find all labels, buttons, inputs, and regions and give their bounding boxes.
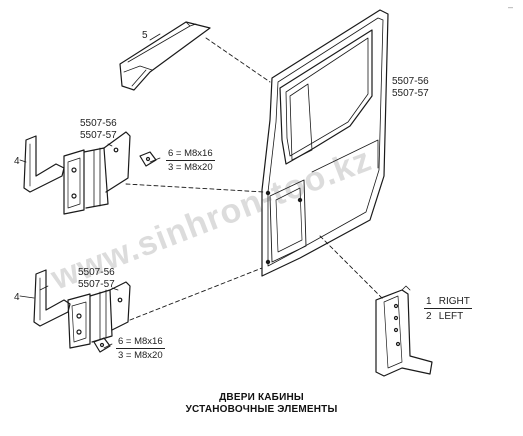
- bolt-spec-upper: 6 = M8x16 3 = M8x20: [166, 148, 215, 173]
- caption-line-2: УСТАНОВОЧНЫЕ ЭЛЕМЕНТЫ: [185, 404, 338, 415]
- right-number: 1: [426, 296, 432, 307]
- bolt-spec-lower-bottom: 3 = M8x20: [118, 350, 163, 361]
- right-label: 1 RIGHT: [426, 296, 470, 307]
- hinge-lower-code-a: 5507-56: [78, 267, 115, 278]
- door-code-a: 5507-56: [392, 76, 429, 87]
- lower-l-plate: [33, 269, 71, 327]
- label-leaders: [19, 33, 161, 299]
- right-text: RIGHT: [438, 296, 470, 307]
- hinge-lower-code-b: 5507-57: [78, 279, 115, 290]
- door-code-b: 5507-57: [392, 88, 429, 99]
- left-label: 2 LEFT: [426, 311, 463, 322]
- caption-line-1: ДВЕРИ КАБИНЫ: [219, 392, 304, 403]
- part-4-lower-label: 4: [14, 292, 20, 303]
- part-5-channel: [119, 21, 211, 91]
- corner-mark: –: [508, 2, 514, 12]
- bolt-spec-upper-bottom: 3 = M8x20: [168, 162, 213, 173]
- leader-lines: [125, 37, 385, 321]
- bolt-spec-upper-top: 6 = M8x16: [166, 148, 215, 161]
- cabin-door: [261, 9, 389, 277]
- hinge-upper-code-b: 5507-57: [80, 130, 117, 141]
- pillar-trim: [375, 285, 433, 377]
- part-5-label: 5: [142, 30, 148, 41]
- hinge-upper-code-a: 5507-56: [80, 118, 117, 129]
- bolt-spec-lower: 6 = M8x16 3 = M8x20: [116, 336, 165, 361]
- bolt-spec-lower-top: 6 = M8x16: [116, 336, 165, 349]
- upper-l-plate: [23, 135, 65, 193]
- upper-hinge: [63, 131, 131, 215]
- part-4-upper-label: 4: [14, 156, 20, 167]
- upper-bolt: [139, 151, 161, 167]
- left-number: 2: [426, 311, 432, 322]
- lower-bolt: [93, 337, 113, 353]
- right-left-separator: [424, 308, 472, 309]
- left-text: LEFT: [438, 311, 464, 322]
